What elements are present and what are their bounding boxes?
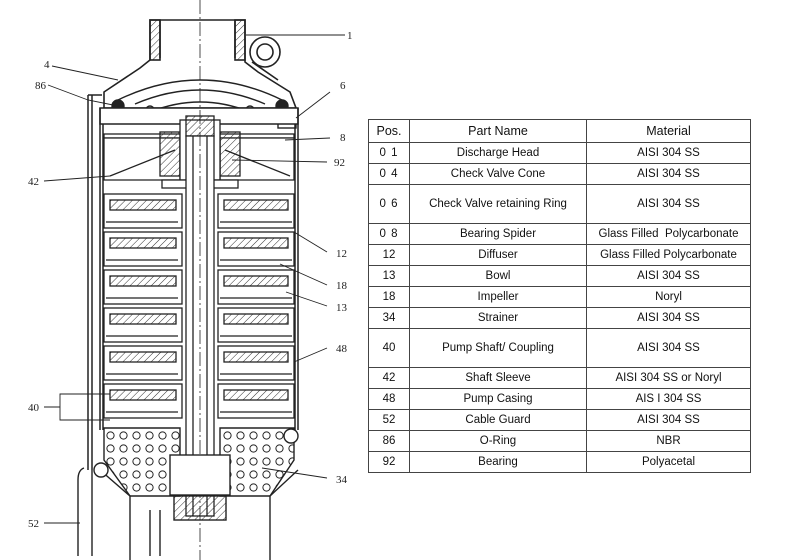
callout-34: 34 xyxy=(336,474,348,486)
table-row: 18 Impeller Noryl xyxy=(368,286,751,308)
cell-part-name: Diffuser xyxy=(409,244,587,266)
table-row: 0 1 Discharge Head AISI 304 SS xyxy=(368,142,751,164)
cell-material: AISI 304 SS xyxy=(586,328,751,368)
cell-material: NBR xyxy=(586,430,751,452)
cell-pos: 86 xyxy=(368,430,410,452)
table-row: 52 Cable Guard AISI 304 SS xyxy=(368,409,751,431)
table-row: 86 O-Ring NBR xyxy=(368,430,751,452)
callout-1: 1 xyxy=(347,30,353,42)
cell-material: AISI 304 SS xyxy=(586,142,751,164)
callout-42: 42 xyxy=(28,176,39,188)
callout-52: 52 xyxy=(28,518,39,530)
cell-part-name: Bowl xyxy=(409,265,587,287)
cell-material: AISI 304 SS xyxy=(586,409,751,431)
table-row: 13 Bowl AISI 304 SS xyxy=(368,265,751,287)
cell-material: AISI 304 SS xyxy=(586,265,751,287)
cell-pos: 0 8 xyxy=(368,223,410,245)
cell-material: Polyacetal xyxy=(586,451,751,473)
cell-part-name: Bearing xyxy=(409,451,587,473)
cell-part-name: Discharge Head xyxy=(409,142,587,164)
impeller-stages xyxy=(103,193,295,419)
strainer xyxy=(93,427,299,560)
cell-pos: 0 4 xyxy=(368,163,410,185)
parts-table: Pos. Part Name Material 0 1 Discharge He… xyxy=(368,119,751,473)
cell-pos: 13 xyxy=(368,265,410,287)
header-part-name: Part Name xyxy=(409,119,587,143)
cell-material: AISI 304 SS xyxy=(586,307,751,329)
table-row: 0 6 Check Valve retaining Ring AISI 304 … xyxy=(368,184,751,224)
table-header-row: Pos. Part Name Material xyxy=(368,119,751,143)
table-row: 12 Diffuser Glass Filled Polycarbonate xyxy=(368,244,751,266)
callout-6: 6 xyxy=(340,80,346,92)
cell-part-name: Impeller xyxy=(409,286,587,308)
cell-material: Glass Filled Polycarbonate xyxy=(586,244,751,266)
cell-material: AIS I 304 SS xyxy=(586,388,751,410)
cell-pos: 48 xyxy=(368,388,410,410)
callout-86: 86 xyxy=(35,80,47,92)
callout-labels: 1 4 86 6 8 92 42 12 18 13 48 40 34 52 xyxy=(28,30,353,530)
pump-cross-section-drawing: 1 4 86 6 8 92 42 12 18 13 48 40 34 52 xyxy=(28,0,353,560)
cell-part-name: O-Ring xyxy=(409,430,587,452)
cell-pos: 0 1 xyxy=(368,142,410,164)
cell-part-name: Cable Guard xyxy=(409,409,587,431)
cell-part-name: Check Valve Cone xyxy=(409,163,587,185)
cell-material: AISI 304 SS xyxy=(586,184,751,224)
leader-lines xyxy=(43,34,345,524)
table-row: 48 Pump Casing AIS I 304 SS xyxy=(368,388,751,410)
cell-part-name: Pump Casing xyxy=(409,388,587,410)
callout-4: 4 xyxy=(44,59,50,71)
cell-pos: 0 6 xyxy=(368,184,410,224)
cell-material: AISI 304 SS or Noryl xyxy=(586,367,751,389)
table-row: 0 4 Check Valve Cone AISI 304 SS xyxy=(368,163,751,185)
cell-part-name: Shaft Sleeve xyxy=(409,367,587,389)
table-row: 42 Shaft Sleeve AISI 304 SS or Noryl xyxy=(368,367,751,389)
cell-part-name: Strainer xyxy=(409,307,587,329)
cell-material: Glass Filled Polycarbonate xyxy=(586,223,751,245)
callout-12: 12 xyxy=(336,248,347,260)
header-pos: Pos. xyxy=(368,119,410,143)
callout-18: 18 xyxy=(336,280,348,292)
callout-48: 48 xyxy=(336,343,348,355)
callout-40: 40 xyxy=(28,402,40,414)
cell-pos: 18 xyxy=(368,286,410,308)
cell-pos: 34 xyxy=(368,307,410,329)
cell-material: Noryl xyxy=(586,286,751,308)
callout-8: 8 xyxy=(340,132,346,144)
callout-13: 13 xyxy=(336,302,348,314)
table-row: 40 Pump Shaft/ Coupling AISI 304 SS xyxy=(368,328,751,368)
cell-pos: 42 xyxy=(368,367,410,389)
header-material: Material xyxy=(586,119,751,143)
cell-pos: 52 xyxy=(368,409,410,431)
cell-part-name: Bearing Spider xyxy=(409,223,587,245)
cell-pos: 92 xyxy=(368,451,410,473)
cell-pos: 40 xyxy=(368,328,410,368)
cell-pos: 12 xyxy=(368,244,410,266)
table-row: 0 8 Bearing Spider Glass Filled Polycarb… xyxy=(368,223,751,245)
callout-92: 92 xyxy=(334,157,345,169)
table-row: 34 Strainer AISI 304 SS xyxy=(368,307,751,329)
table-row: 92 Bearing Polyacetal xyxy=(368,451,751,473)
cell-part-name: Check Valve retaining Ring xyxy=(409,184,587,224)
cable-guard xyxy=(77,467,161,556)
cell-material: AISI 304 SS xyxy=(586,163,751,185)
cell-part-name: Pump Shaft/ Coupling xyxy=(409,328,587,368)
